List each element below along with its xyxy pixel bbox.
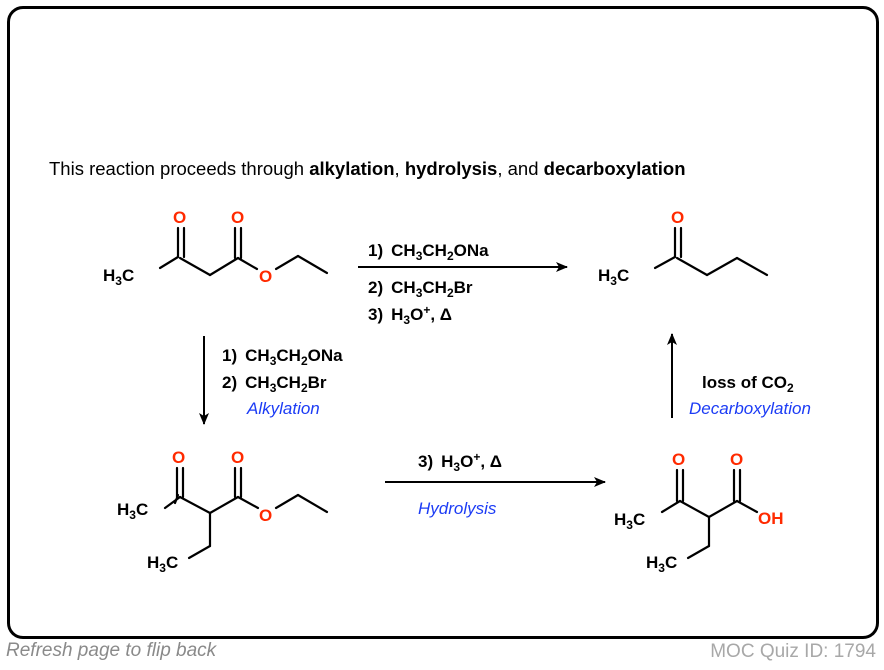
ch3-label: H3C xyxy=(598,266,629,288)
ketone-oxygen: O xyxy=(172,448,185,467)
ester-oxygen: O xyxy=(259,267,272,286)
ch3-label: H3C xyxy=(614,510,645,532)
flashcard xyxy=(7,6,879,639)
alkylation-reagent-step1: 1)CH3CH2ONa xyxy=(222,346,343,368)
decarboxylation-text: loss of CO2 xyxy=(702,373,794,395)
intro-alkylation: alkylation xyxy=(309,158,395,179)
overall-reaction-arrow: 1)CH3CH2ONa 2)CH3CH2Br 3)H3O+, Δ xyxy=(358,241,568,327)
decarboxylation-arrow: loss of CO2 Decarboxylation xyxy=(667,333,811,418)
ethyl-ch3-label: H3C xyxy=(147,553,178,575)
intro-decarboxylation: decarboxylation xyxy=(543,158,686,179)
intro-sep: , xyxy=(394,158,405,179)
intro-hydrolysis: hydrolysis xyxy=(404,158,498,179)
alkylation-reagent-step2: 2)CH3CH2Br xyxy=(222,373,327,395)
reagent-step2: 2)CH3CH2Br xyxy=(368,278,473,300)
beta-keto-acid-structure: H3C O O OH H3C xyxy=(614,450,784,575)
carbonyl-oxygen: O xyxy=(730,450,743,469)
alkylation-label: Alkylation xyxy=(246,399,320,418)
ester-oxygen: O xyxy=(259,506,272,525)
decarboxylation-label: Decarboxylation xyxy=(689,399,811,418)
carbonyl-oxygen: O xyxy=(231,208,244,227)
hydrolysis-arrow: 3)H3O+, Δ Hydrolysis xyxy=(385,450,606,518)
reagent-step3: 3)H3O+, Δ xyxy=(368,303,452,327)
hydrolysis-reagent: 3)H3O+, Δ xyxy=(418,450,502,474)
alkylation-arrow: 1)CH3CH2ONa 2)CH3CH2Br Alkylation xyxy=(199,336,343,425)
intro-prefix: This reaction proceeds through xyxy=(49,158,310,179)
hydrolysis-label: Hydrolysis xyxy=(418,499,497,518)
ketone-oxygen: O xyxy=(671,208,684,227)
ch3-label: H3C xyxy=(117,500,148,522)
carbonyl-oxygen: O xyxy=(231,448,244,467)
quiz-id: MOC Quiz ID: 1794 xyxy=(710,641,876,662)
refresh-hint: Refresh page to flip back xyxy=(6,640,217,661)
ketone-oxygen: O xyxy=(173,208,186,227)
starting-material-structure: H3C O O O xyxy=(103,208,329,288)
reagent-step1: 1)CH3CH2ONa xyxy=(368,241,489,263)
ketone-oxygen: O xyxy=(672,450,685,469)
product-structure: H3C O xyxy=(598,208,769,288)
ethyl-ch3-label: H3C xyxy=(646,553,677,575)
ch3-label: H3C xyxy=(103,266,134,288)
hydroxyl-group: OH xyxy=(758,509,784,528)
alkylated-ester-structure: H3C O O O H3C xyxy=(117,448,329,575)
intro-sentence: This reaction proceeds through alkylatio… xyxy=(49,158,686,180)
intro-sep: , and xyxy=(497,158,544,179)
